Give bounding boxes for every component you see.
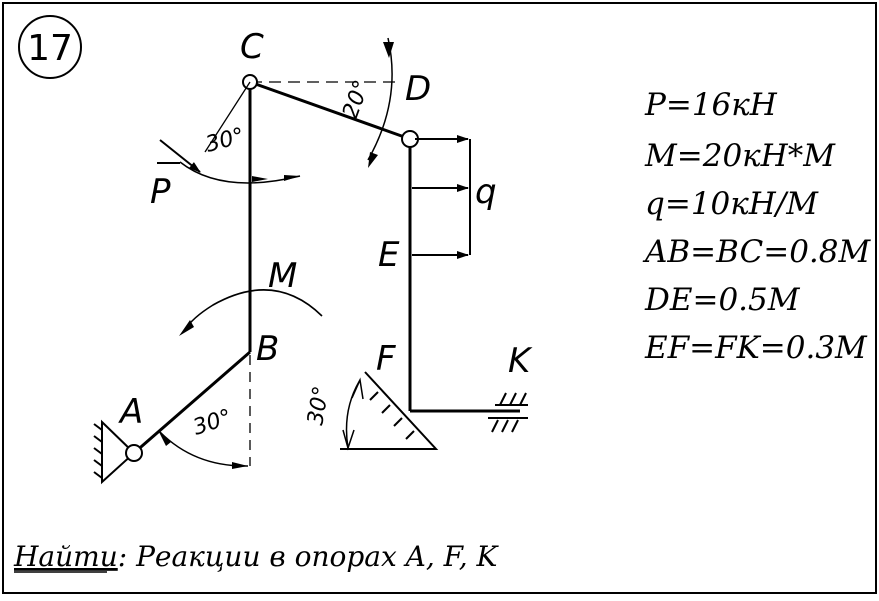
point-label-d: D: [405, 69, 431, 109]
angle-arc-c: 30°: [179, 81, 301, 184]
angle-label-a: 30°: [190, 405, 235, 441]
inclined-surface-f: [340, 371, 439, 451]
force-p-label: P: [150, 172, 171, 212]
task-statement: Найти: Реакции в опорах A, F, K: [13, 540, 500, 573]
angle-arc-d: 20°: [338, 37, 394, 168]
point-label-f: F: [376, 339, 396, 379]
angle-label-d: 20°: [338, 77, 375, 122]
moment-m-label: M: [268, 256, 297, 296]
point-label-a: A: [118, 392, 143, 432]
task-text: : Реакции в опорах A, F, K: [118, 540, 500, 573]
given-line-2: M=20кН*М: [644, 138, 836, 174]
given-line-3: q=10кН/М: [645, 186, 819, 222]
task-prefix: Найти: [13, 540, 118, 573]
point-label-e: E: [378, 235, 400, 275]
angle-arc-a: 30°: [158, 405, 249, 469]
roller-support-k: [488, 392, 528, 433]
problem-number-badge: 17: [18, 15, 82, 79]
given-line-1: P=16кН: [644, 87, 778, 123]
given-line-5: DE=0.5М: [644, 282, 801, 318]
distributed-load-q: [412, 135, 471, 259]
member-cd: [249, 80, 411, 141]
given-data-list: P=16кН M=20кН*М q=10кН/М AB=BC=0.8М DE=0…: [642, 87, 871, 366]
member-ab: [133, 350, 251, 455]
load-q-label: q: [475, 172, 497, 212]
problem-number: 17: [27, 28, 73, 69]
moment-m: M: [179, 256, 323, 336]
point-label-c: C: [240, 27, 264, 67]
point-label-b: B: [256, 329, 279, 369]
angle-label-c: 30°: [203, 124, 247, 158]
point-label-k: K: [508, 341, 533, 381]
angle-label-f: 30°: [303, 384, 334, 427]
given-line-6: EF=FK=0.3М: [644, 330, 868, 366]
frame-structure: [133, 80, 520, 455]
force-p: P: [150, 139, 201, 212]
pin-support-a: [93, 419, 143, 485]
given-line-4: AB=BC=0.8М: [642, 234, 871, 270]
